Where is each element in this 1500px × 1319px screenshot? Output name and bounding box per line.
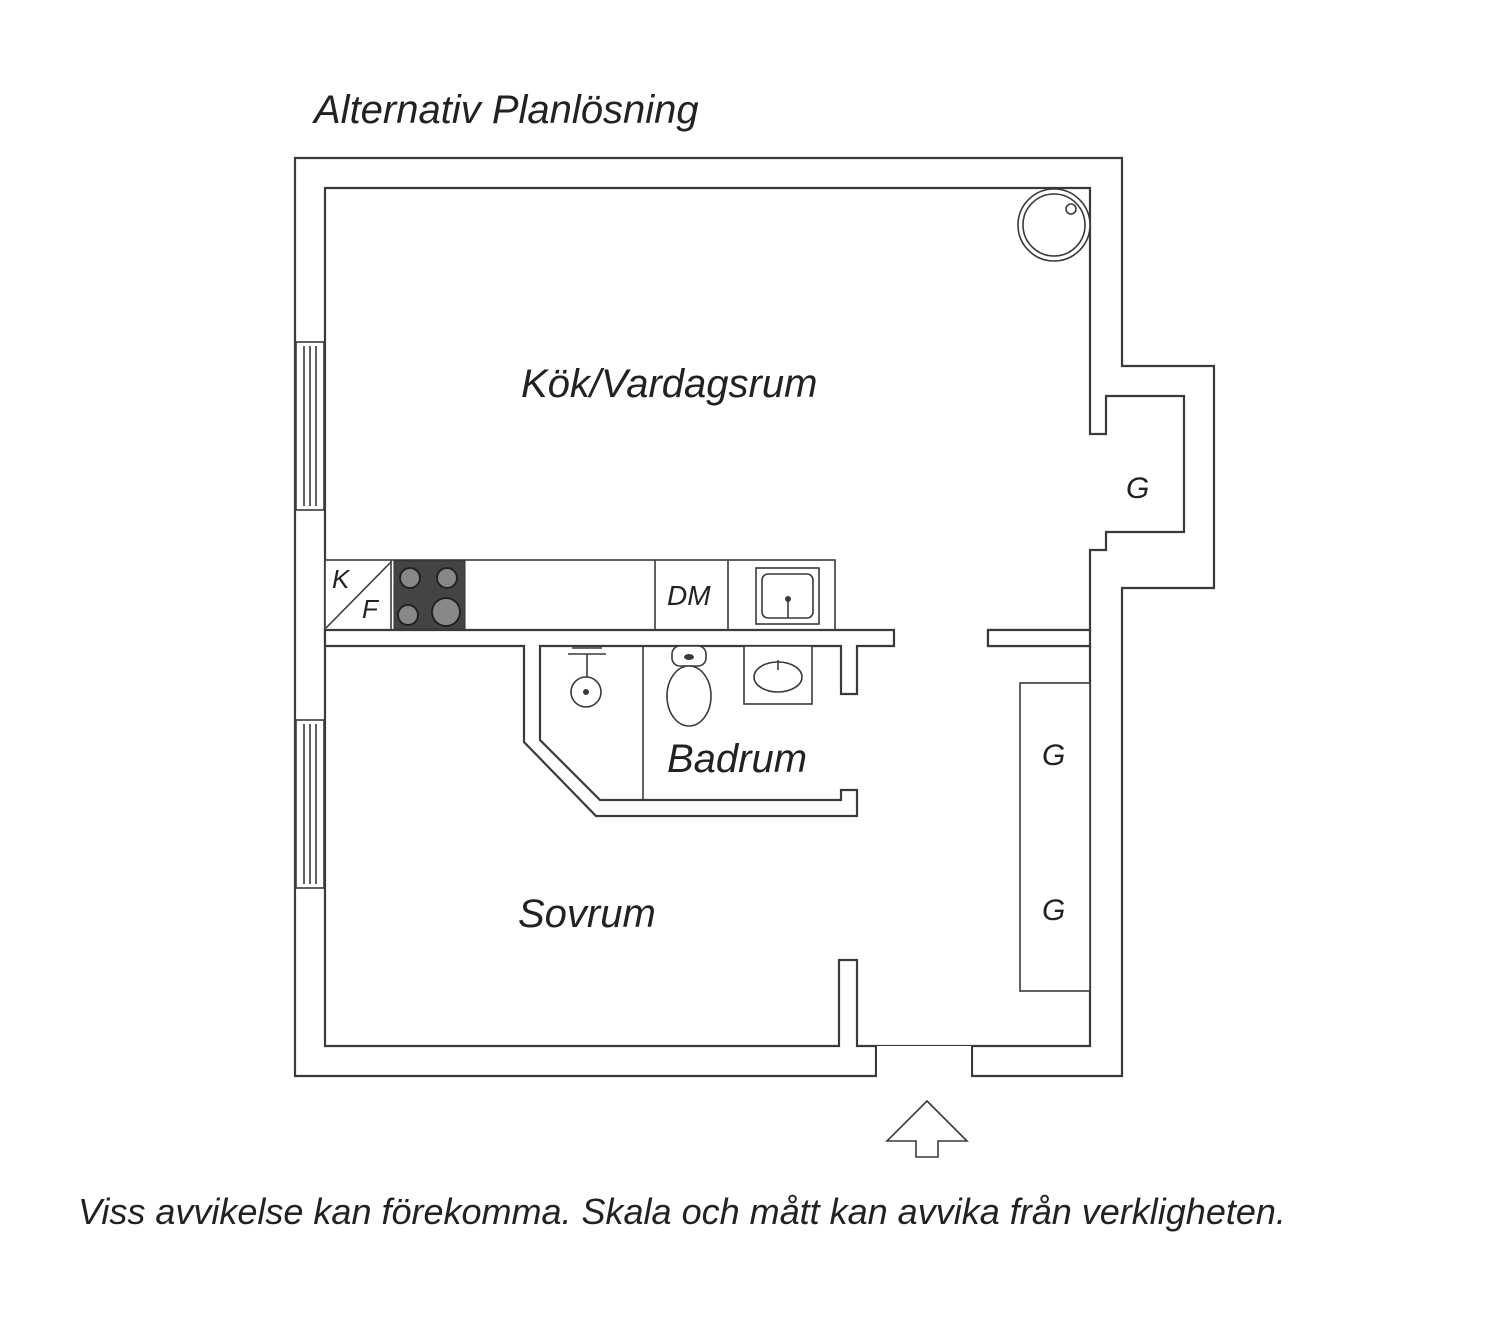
wardrobe-label-1: G [1042,739,1065,772]
toilet-icon [666,645,712,727]
room-label-bedroom: Sovrum [518,892,656,936]
shower-icon [568,647,606,708]
fridge-label-f: F [362,594,380,624]
kitchen-sink-icon [755,567,820,625]
bathroom-sink-icon [743,645,813,705]
disclaimer-text: Viss avvikelse kan förekomma. Skala och … [78,1191,1286,1232]
hall-wall-stub [986,628,1092,648]
wardrobe [1019,682,1091,992]
entrance-opening [877,1046,971,1077]
wardrobe-hall-label: G [1126,472,1149,505]
plan-title: Alternativ Planlösning [312,88,699,132]
fridge-label-k: K [332,564,351,594]
entrance-arrow-icon [885,1099,969,1158]
interior-wall-kitchen [323,628,896,818]
stove-icon [393,560,466,630]
dishwasher-label: DM [667,580,711,611]
window-lower [295,719,325,889]
window-upper [295,341,325,511]
round-stove-icon [1017,188,1091,262]
room-label-bathroom: Badrum [667,737,807,781]
wardrobe-label-2: G [1042,894,1065,927]
room-label-kitchen-living: Kök/Vardagsrum [521,362,817,406]
fridge-diagonal [325,561,392,629]
